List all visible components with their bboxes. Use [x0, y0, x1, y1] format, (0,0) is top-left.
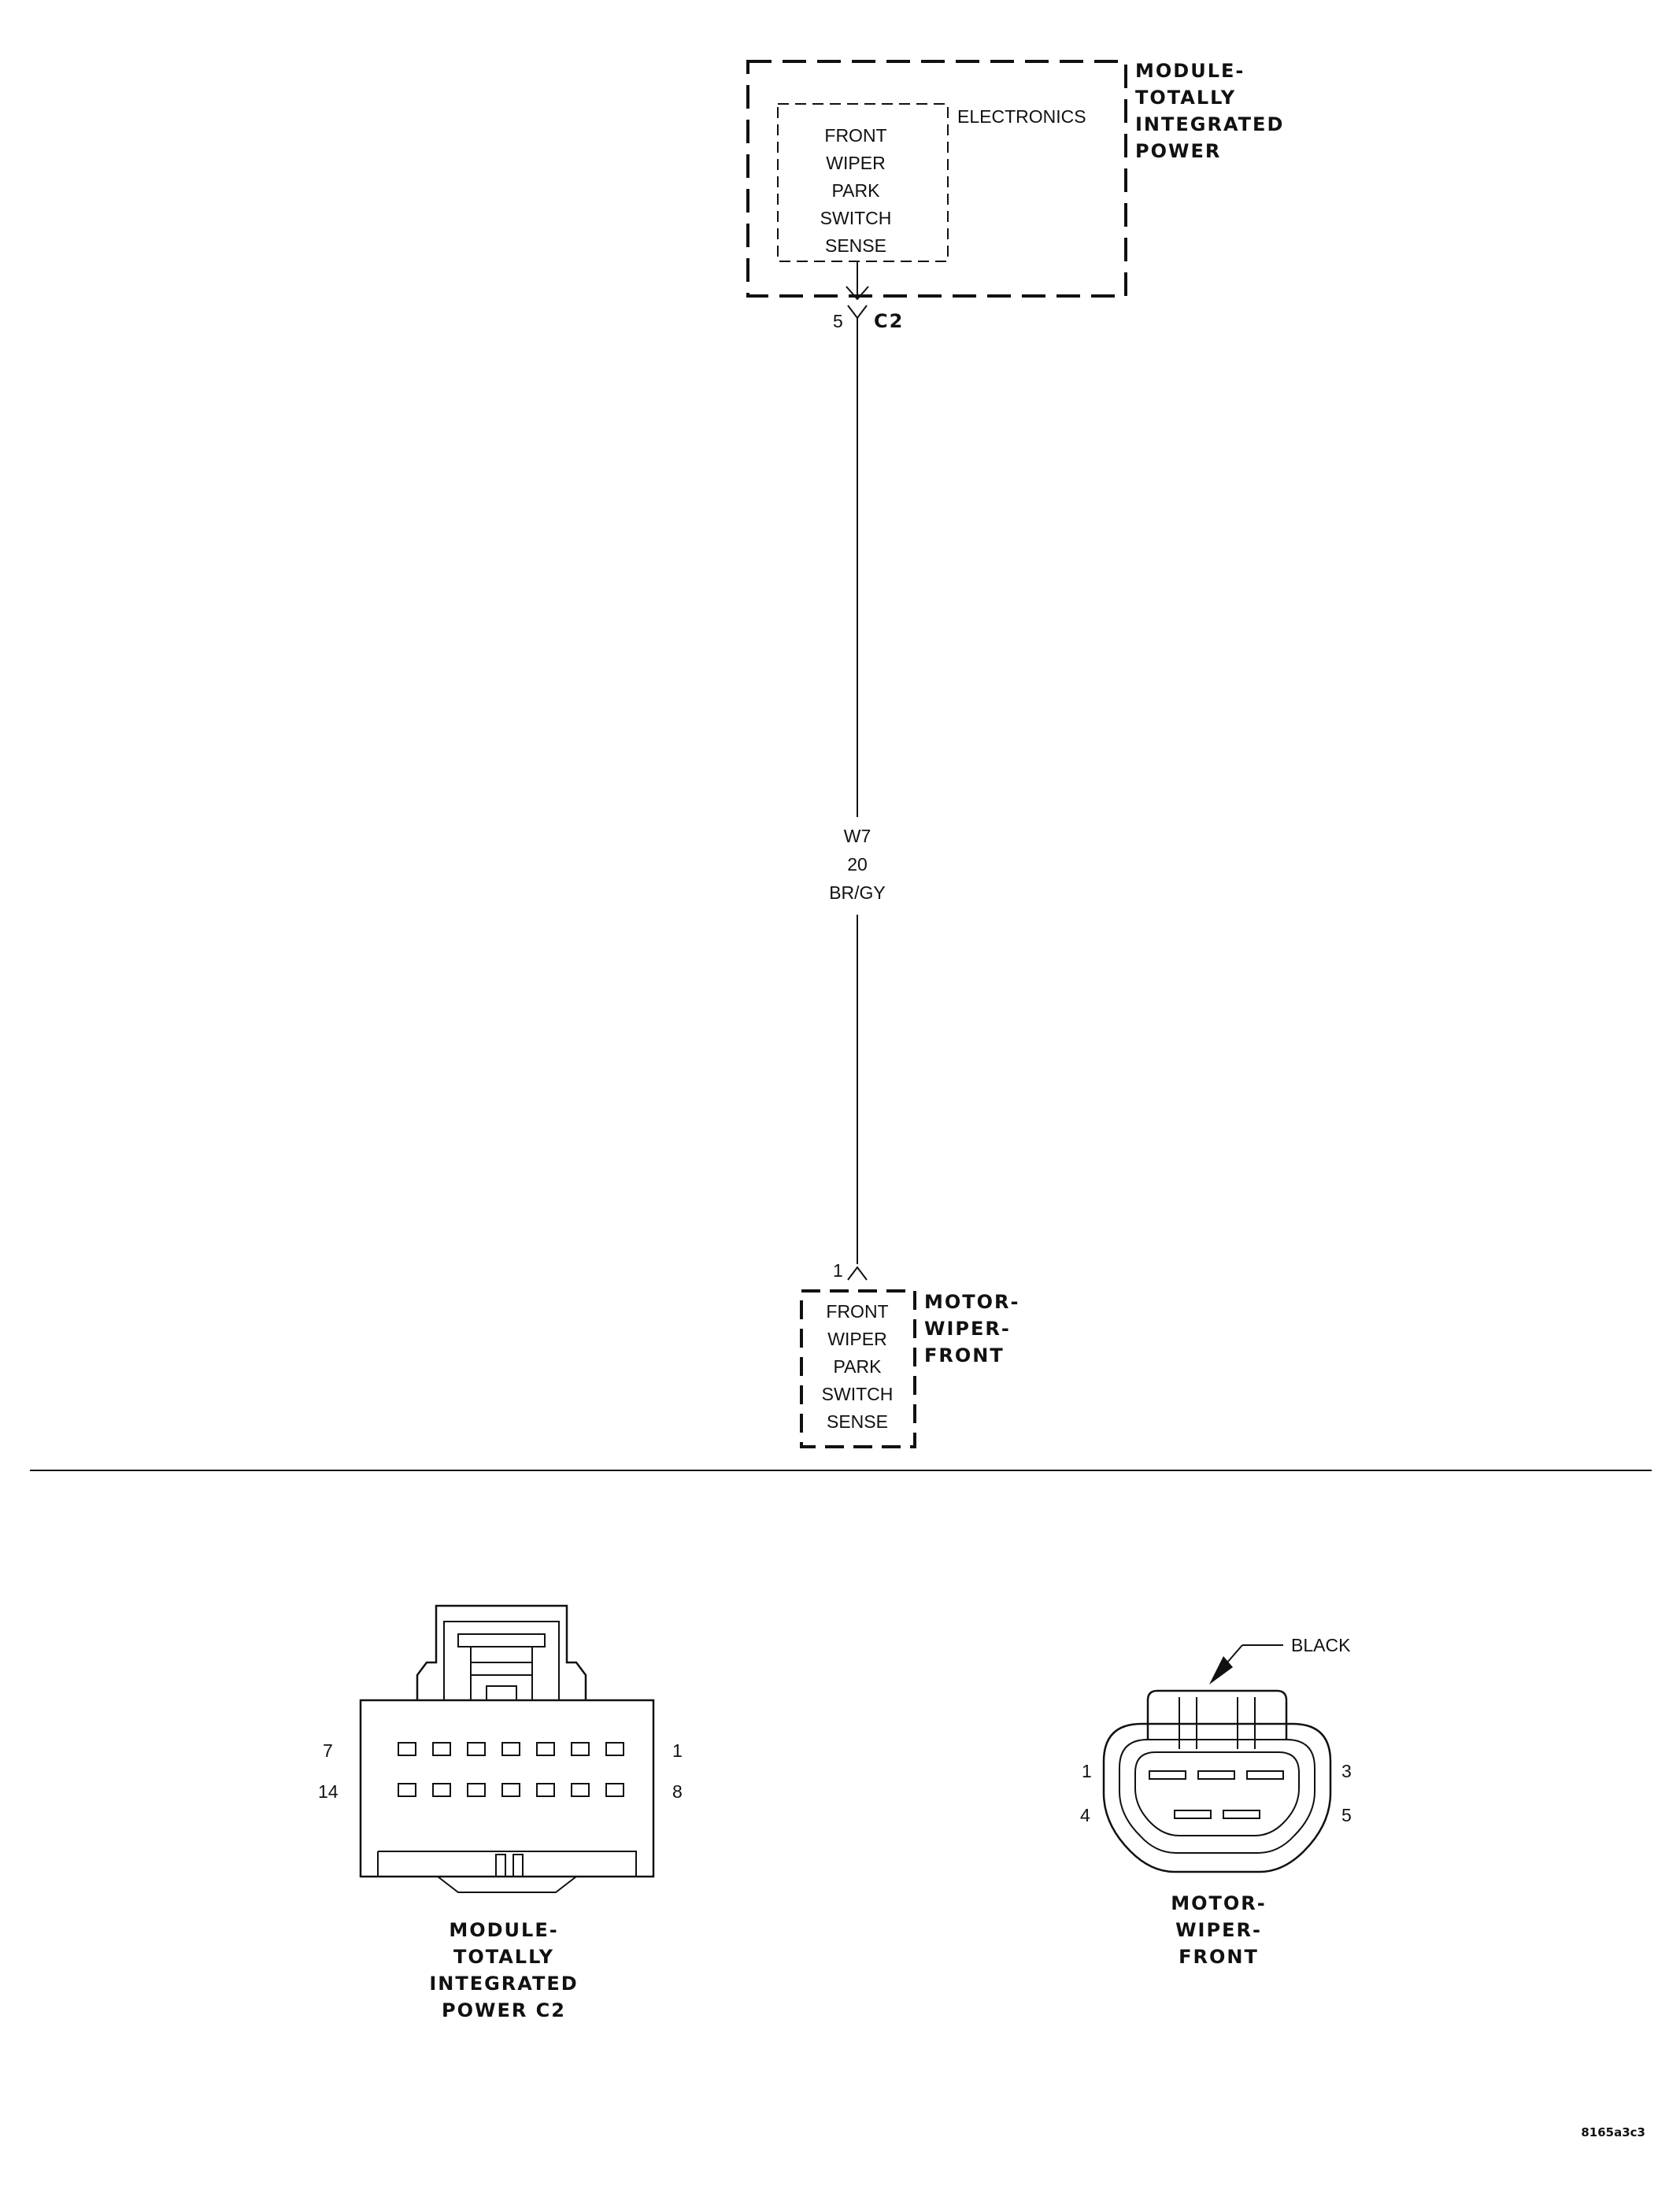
tipm-connector-id: C2	[874, 310, 904, 332]
motor-connector-symbol	[847, 1266, 868, 1281]
motor-caption-line-2: WIPER-	[1175, 1919, 1262, 1941]
tipm-c2-caption-line-1: MODULE-	[449, 1919, 558, 1941]
tipm-c2-pin-bottom-right: 8	[672, 1781, 683, 1802]
motor-function-line-2: WIPER	[827, 1329, 886, 1349]
tipm-title-line-4: POWER	[1135, 140, 1221, 162]
motor-connector-pin-1: 1	[1082, 1761, 1092, 1781]
motor-color-callout: BLACK	[1291, 1635, 1351, 1655]
tipm-function-line-2: WIPER	[826, 153, 885, 173]
tipm-function-line-1: FRONT	[824, 125, 886, 146]
motor-caption-line-3: FRONT	[1179, 1946, 1259, 1968]
tipm-c2-top-latch	[416, 1604, 587, 1700]
motor-title-line-3: FRONT	[924, 1344, 1005, 1366]
motor-function-line-1: FRONT	[826, 1301, 888, 1322]
motor-terminal-3	[1246, 1770, 1284, 1780]
tipm-c2-pin-top-right: 1	[672, 1740, 683, 1761]
motor-function-line-4: SWITCH	[822, 1384, 894, 1404]
tipm-c2-cavities-row-2	[398, 1783, 624, 1797]
tipm-function-line-4: SWITCH	[820, 208, 892, 228]
motor-title-line-2: WIPER-	[924, 1318, 1011, 1340]
tipm-title-line-3: INTEGRATED	[1135, 113, 1284, 135]
tipm-c2-cavities-row-1	[398, 1742, 624, 1756]
tipm-c2-body	[359, 1699, 655, 1878]
motor-connector-pin-5: 5	[1341, 1805, 1352, 1825]
motor-title-line-1: MOTOR-	[924, 1291, 1020, 1313]
tipm-pin-number: 5	[833, 311, 843, 331]
figure-id: 8165a3c3	[1581, 2125, 1645, 2139]
motor-pin-number: 1	[833, 1260, 843, 1281]
motor-function-line-3: PARK	[834, 1356, 883, 1377]
tipm-electronics-dashed-box	[777, 103, 949, 262]
motor-caption-line-1: MOTOR-	[1171, 1892, 1267, 1914]
motor-connector-insert	[1134, 1751, 1300, 1836]
tipm-function-line-3: PARK	[832, 180, 881, 201]
motor-dashed-box	[800, 1289, 916, 1448]
motor-connector-view: 1 3 4 5 BLACK MOTOR- WIPER- FRONT	[1080, 1635, 1352, 1968]
tipm-c2-connector-view: 7 1 14 8 MODULE- TOTALLY INTEGRATED POWE…	[318, 1604, 683, 2021]
tipm-title-line-1: MODULE-	[1135, 60, 1245, 82]
wire-gauge: 20	[847, 854, 868, 875]
tipm-connector-symbol	[847, 305, 868, 320]
motor-terminal-5	[1223, 1810, 1260, 1819]
tipm-c2-caption-line-4: POWER C2	[442, 1999, 566, 2021]
motor-connector-pin-4: 4	[1080, 1805, 1090, 1825]
tipm-function-line-5: SENSE	[825, 235, 886, 256]
motor-function-line-5: SENSE	[827, 1411, 888, 1432]
motor-component: 1 FRONT WIPER PARK SWITCH SENSE MOTOR- W…	[800, 1260, 1020, 1448]
motor-connector-pin-3: 3	[1341, 1761, 1352, 1781]
tipm-module: MODULE- TOTALLY INTEGRATED POWER ELECTRO…	[746, 60, 1284, 332]
tipm-title-line-2: TOTALLY	[1135, 87, 1236, 109]
tipm-c2-caption-line-3: INTEGRATED	[429, 1973, 578, 1995]
tipm-arrow-head	[846, 286, 869, 301]
tipm-c2-caption-line-2: TOTALLY	[453, 1946, 554, 1968]
tipm-outer-dashed-box	[746, 60, 1127, 298]
tipm-c2-bottom-tab	[437, 1876, 577, 1893]
tipm-section-label: ELECTRONICS	[957, 106, 1086, 127]
motor-connector-outer-shell	[1102, 1722, 1332, 1873]
motor-terminal-2	[1197, 1770, 1235, 1780]
motor-connector-inner-shell	[1119, 1739, 1316, 1854]
wire-circuit: W7	[844, 826, 871, 846]
tipm-c2-pin-bottom-left: 14	[318, 1781, 339, 1802]
tipm-c2-pin-top-left: 7	[323, 1740, 333, 1761]
motor-terminal-1	[1149, 1770, 1186, 1780]
motor-terminal-4	[1174, 1810, 1212, 1819]
motor-callout-arrow	[1209, 1656, 1233, 1685]
motor-connector-latch	[1146, 1689, 1288, 1740]
wire-color: BR/GY	[829, 882, 886, 903]
wire-w7: W7 20 BR/GY	[829, 318, 886, 1264]
